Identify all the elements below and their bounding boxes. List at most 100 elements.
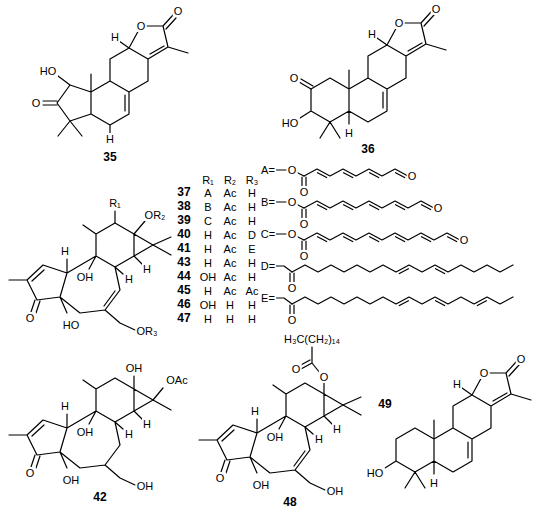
compound-number: 49 [377, 398, 392, 411]
atom-label: O [516, 353, 527, 365]
table-cell: D [247, 229, 257, 241]
atom-label: O [136, 20, 147, 32]
atom-label: H [124, 428, 134, 440]
bonds [385, 362, 531, 488]
atom-label: O [287, 314, 298, 326]
table-cell: H [247, 299, 257, 311]
compound-number: 47 [176, 312, 191, 325]
atom-label: O [319, 371, 330, 383]
bonds [43, 15, 188, 136]
atom-label: H [142, 263, 152, 275]
table-cell: H [203, 243, 213, 255]
table-cell: A [203, 187, 212, 199]
bonds [9, 378, 171, 485]
compound-number: 40 [176, 228, 191, 241]
bond [370, 173, 379, 178]
table-cell: H [247, 187, 257, 199]
tigliane-skeleton [9, 211, 171, 330]
table-cell: H [247, 257, 257, 269]
bond [399, 269, 408, 274]
atom-label: HO [62, 319, 81, 331]
atom-label: HO [39, 65, 58, 77]
bond [477, 301, 486, 306]
atom-label: H [60, 400, 70, 412]
atom-label: H [452, 378, 462, 390]
atom-label: H [314, 433, 324, 445]
atom-label: OH [76, 271, 95, 283]
bond [289, 273, 290, 282]
table-cell: OH [199, 299, 218, 311]
table-cell: Ac [223, 187, 238, 199]
bond [293, 273, 294, 282]
bond [370, 237, 379, 242]
bond [399, 301, 408, 306]
bond [318, 173, 327, 178]
substituent-label: D= [260, 260, 276, 272]
atom-label: O [299, 186, 310, 198]
atom-label: O [287, 282, 298, 294]
bond [396, 173, 405, 178]
bond [422, 205, 431, 210]
compound-number: 38 [176, 200, 191, 213]
table-cell: H [203, 313, 213, 325]
atom-label: OH [326, 485, 345, 497]
atom-label: O [394, 17, 405, 29]
table-cell: Ac [223, 229, 238, 241]
atom-label: O [459, 234, 470, 246]
bond [344, 237, 353, 242]
bonds [9, 223, 171, 330]
table-cell: R₃ [245, 174, 259, 186]
bond [289, 305, 290, 314]
atom-label: H [429, 477, 439, 489]
atom-label: O [431, 3, 442, 15]
table-cell: H [203, 285, 213, 297]
compound-49-skeleton [385, 362, 531, 488]
bond [344, 173, 353, 178]
atom-label: O [299, 218, 310, 230]
substituent-label: E= [260, 292, 276, 304]
acyl-chain [276, 265, 513, 282]
atom-label: H₃C(CH₂)₁₄ [283, 333, 341, 345]
acyl-chain [276, 297, 513, 314]
table-cell: Ac [223, 243, 238, 255]
table-cell: H [225, 299, 235, 311]
compound-48-skeleton [199, 347, 361, 490]
atom-label: O [215, 472, 226, 484]
table-cell: Ac [223, 215, 238, 227]
bond [436, 301, 445, 306]
bond [292, 297, 513, 304]
table-cell: H [225, 313, 235, 325]
table-cell: H [247, 201, 257, 213]
compound-number: 46 [176, 298, 191, 311]
bond [448, 237, 457, 242]
bonds [199, 383, 361, 490]
atom-label: OR₂ [144, 209, 167, 221]
atom-label: O [287, 196, 298, 208]
bond [305, 241, 306, 250]
compound-number: 45 [176, 284, 191, 297]
table-cell: Ac [245, 285, 260, 297]
atom-label: O [25, 467, 36, 479]
atom-label: O [479, 367, 490, 379]
bond [276, 233, 286, 234]
bond [396, 237, 405, 242]
bond [276, 169, 286, 170]
bonds [294, 347, 361, 466]
table-cell: Ac [223, 271, 238, 283]
table-cell: R₁ [201, 174, 215, 186]
atom-label: HO [281, 117, 300, 129]
bond [436, 269, 445, 274]
bond [301, 209, 302, 218]
bonds [134, 376, 163, 400]
atom-label: O [433, 202, 444, 214]
atom-label: H [367, 28, 377, 40]
compound-number: 44 [176, 270, 191, 283]
atom-label: O [287, 228, 298, 240]
table-cell: B [203, 201, 212, 213]
atom-label: R₁ [108, 197, 122, 209]
atom-label: H [105, 133, 115, 145]
bond [305, 177, 306, 186]
atom-label: HO [366, 467, 385, 479]
bond [276, 266, 292, 272]
